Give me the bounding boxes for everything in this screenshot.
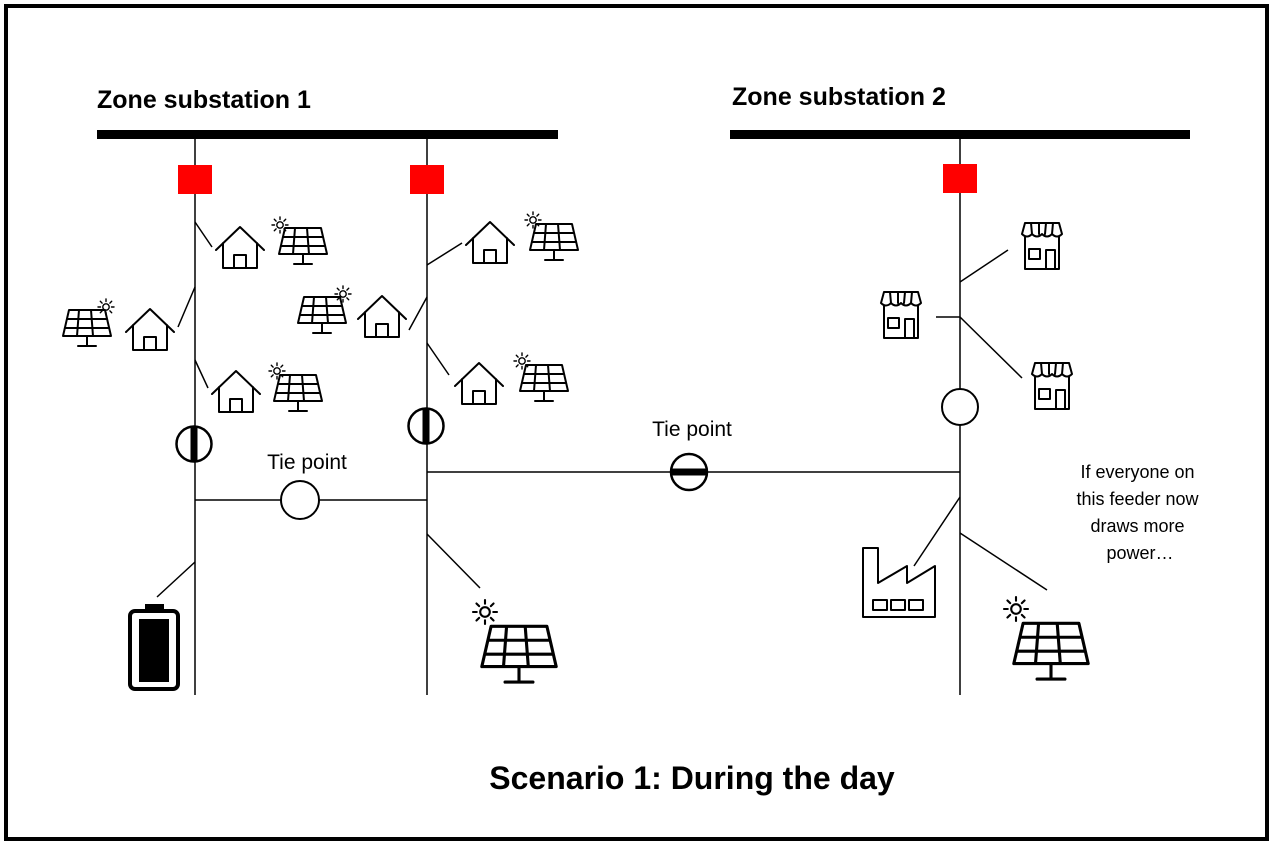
sun-icon — [271, 216, 289, 234]
sun-icon — [471, 598, 499, 626]
breaker-2 — [410, 165, 444, 194]
scenario-caption: Scenario 1: During the day — [489, 760, 895, 796]
sun-icon — [1002, 595, 1030, 623]
solar-panel-icon — [1012, 621, 1090, 681]
tie-point-2-label: Tie point — [652, 418, 732, 441]
house-icon — [125, 308, 175, 351]
breaker-3 — [943, 164, 977, 193]
busbar-1 — [97, 130, 558, 139]
sun-icon — [334, 285, 352, 303]
sun-icon — [524, 211, 542, 229]
sun-icon — [513, 352, 531, 370]
breaker-1 — [178, 165, 212, 194]
solar-panel-icon — [278, 227, 328, 265]
switch-icon — [175, 425, 213, 463]
shop-icon — [880, 291, 922, 339]
switch-icon — [407, 407, 445, 445]
factory-icon — [862, 547, 936, 618]
shop-icon — [1021, 222, 1063, 270]
feeder-note: If everyone on this feeder now draws mor… — [1076, 462, 1203, 563]
substation-1-title: Zone substation 1 — [97, 86, 311, 114]
diagram-frame — [4, 4, 1269, 841]
solar-panel-icon — [297, 296, 347, 334]
solar-panel-icon — [529, 223, 579, 261]
solar-panel-icon — [273, 374, 323, 412]
busbar-2 — [730, 130, 1190, 139]
house-icon — [357, 295, 407, 338]
switch-icon — [669, 452, 709, 492]
house-icon — [211, 370, 261, 413]
solar-panel-icon — [519, 364, 569, 402]
battery-icon — [128, 604, 180, 691]
switch-icon — [941, 388, 979, 426]
solar-panel-icon — [480, 624, 558, 684]
house-icon — [454, 362, 504, 405]
house-icon — [215, 226, 265, 269]
sun-icon — [268, 362, 286, 380]
house-icon — [465, 221, 515, 264]
substation-2-title: Zone substation 2 — [732, 83, 946, 111]
solar-panel-icon — [62, 309, 112, 347]
switch-icon — [280, 480, 320, 520]
shop-icon — [1031, 362, 1073, 410]
tie-point-1-label: Tie point — [267, 451, 347, 474]
